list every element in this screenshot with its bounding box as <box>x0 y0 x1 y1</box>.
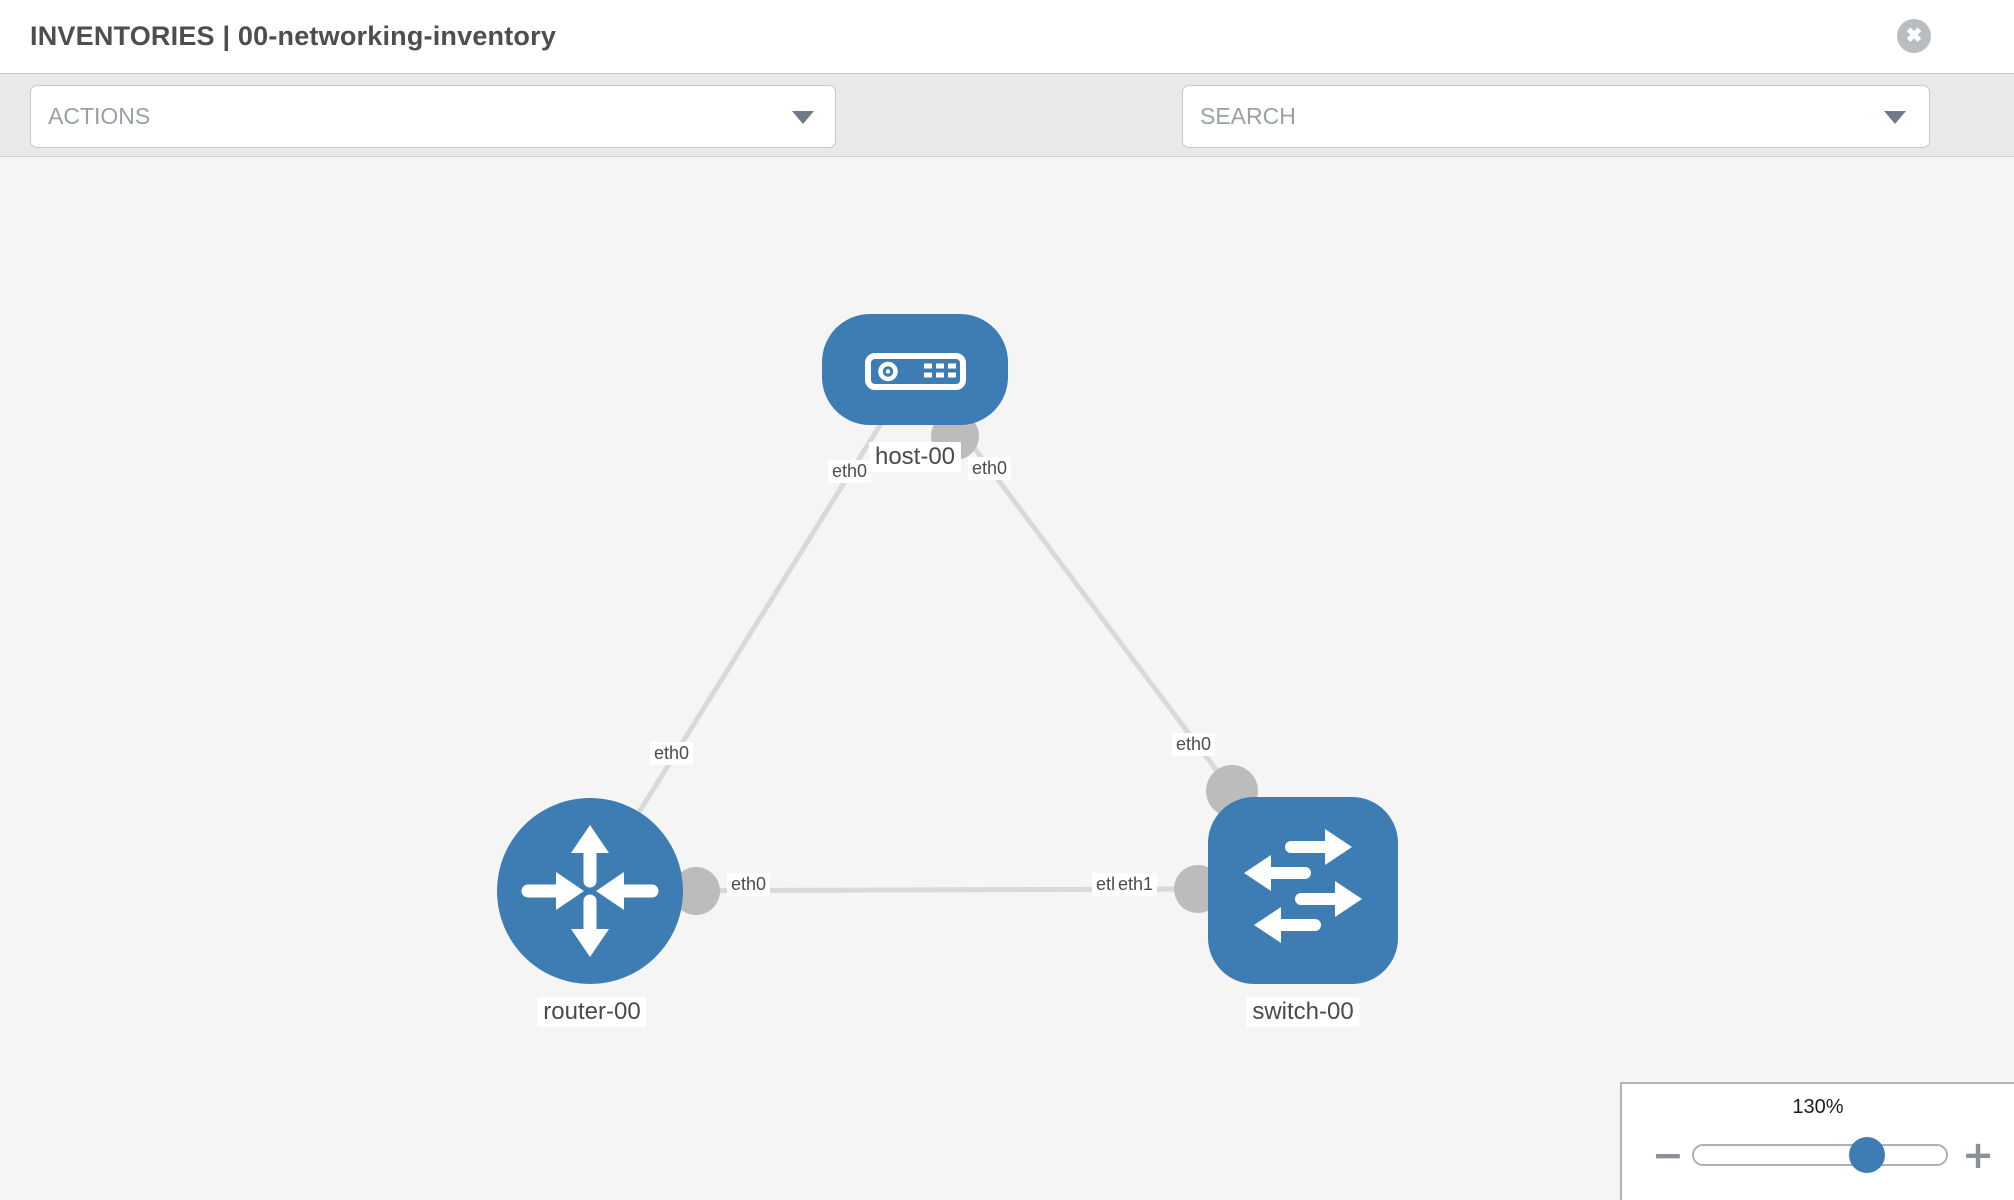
node-router-00[interactable] <box>497 798 683 984</box>
node-label-host: host-00 <box>868 442 962 472</box>
interface-label: eth0 <box>968 457 1012 480</box>
zoom-in-button[interactable]: + <box>1962 1133 1994 1177</box>
search-input[interactable] <box>1182 85 1930 148</box>
actions-dropdown-input[interactable] <box>30 85 836 148</box>
close-icon: ✖ <box>1905 25 1923 47</box>
zoom-slider-thumb[interactable] <box>1849 1137 1885 1173</box>
router-icon <box>521 825 659 957</box>
interface-label: eth0 <box>727 873 771 896</box>
edge-router-host <box>587 367 918 893</box>
page-title: INVENTORIES | 00-networking-inventory <box>30 21 557 51</box>
interface-connectors <box>672 412 1258 915</box>
switch-icon <box>1244 829 1362 943</box>
node-label-router: router-00 <box>537 997 647 1027</box>
zoom-slider[interactable] <box>1692 1137 1949 1173</box>
interface-label: eth0 <box>828 460 872 483</box>
zoom-out-button[interactable]: − <box>1652 1133 1684 1177</box>
interface-label: eth1 <box>1114 873 1158 896</box>
zoom-level-label: 130% <box>1792 1096 1844 1118</box>
chevron-down-icon[interactable] <box>1884 111 1906 124</box>
host-icon <box>865 353 966 390</box>
interface-label: eth0 <box>1172 733 1216 756</box>
topology-canvas[interactable]: host-00 router-00 switch-00 eth0 eth0 et… <box>0 157 2014 1200</box>
header: INVENTORIES | 00-networking-inventory ✖ <box>0 0 2014 73</box>
connector-dot <box>672 867 720 915</box>
search-dropdown[interactable] <box>1182 85 1930 148</box>
toolbar <box>0 73 2014 206</box>
interface-label: eth0 <box>650 742 694 765</box>
node-label-switch: switch-00 <box>1246 997 1360 1027</box>
zoom-panel: 130% − + <box>1620 1082 2014 1200</box>
close-button[interactable]: ✖ <box>1897 19 1931 53</box>
actions-dropdown[interactable] <box>30 85 836 148</box>
node-host-00[interactable] <box>822 314 1008 425</box>
node-switch-00[interactable] <box>1208 797 1398 984</box>
chevron-down-icon[interactable] <box>792 111 814 124</box>
